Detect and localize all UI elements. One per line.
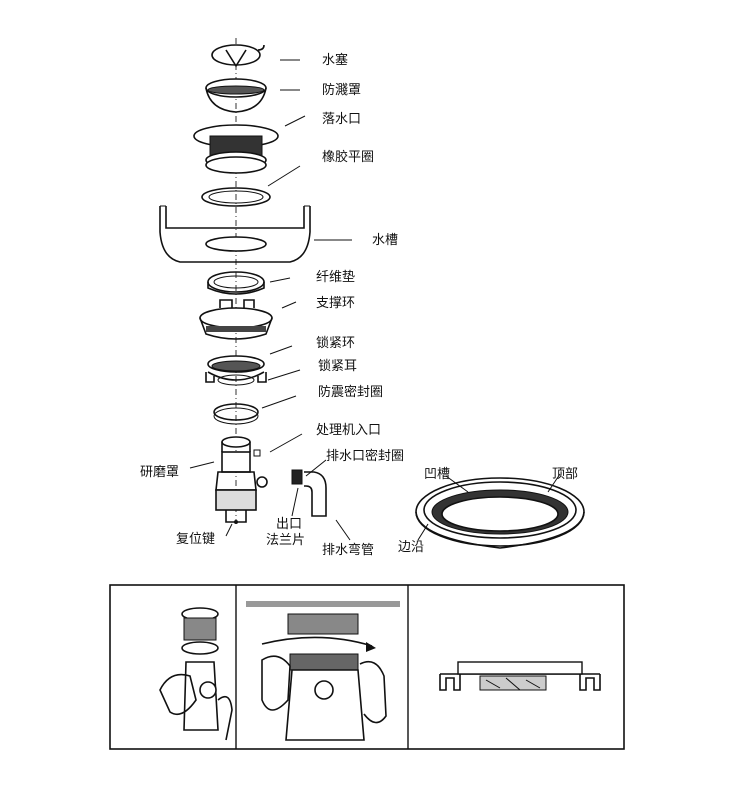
- label-groove: 凹槽: [424, 467, 451, 482]
- label-lock-ring: 锁紧环: [316, 336, 356, 351]
- label-grinder-cover: 研磨罩: [140, 465, 180, 480]
- drain-elbow-part: [291, 469, 327, 517]
- label-drain-outlet: 落水口: [322, 112, 362, 127]
- lock-ring-part: [205, 355, 267, 386]
- step-3-illustration: [439, 661, 601, 691]
- sink-part: [159, 205, 311, 263]
- label-outlet: 出口: [276, 517, 303, 532]
- label-drain-elbow: 排水弯管: [322, 543, 375, 558]
- drain-outlet-part: [193, 124, 279, 174]
- label-anti-shock-seal: 防震密封圈: [318, 385, 384, 400]
- label-flange: 法兰片: [266, 533, 306, 548]
- label-water-plug: 水塞: [322, 53, 349, 68]
- label-reset-key: 复位键: [176, 532, 216, 547]
- leader-lines: [189, 59, 561, 541]
- splash-guard-part: [205, 78, 267, 113]
- label-lock-ear: 锁紧耳: [318, 359, 358, 374]
- water-plug-part: [211, 44, 265, 68]
- label-drain-seal: 排水口密封圈: [326, 449, 405, 464]
- support-ring-part: [199, 299, 273, 340]
- step-2-illustration: [246, 601, 400, 741]
- step-1-illustration: [159, 607, 233, 741]
- rubber-gasket-part: [201, 187, 271, 207]
- label-rubber-gasket: 橡胶平圈: [322, 150, 375, 165]
- label-fiber-gasket: 纤维垫: [316, 270, 356, 285]
- fiber-gasket-part: [207, 271, 265, 295]
- disposer-body-part: [215, 436, 268, 524]
- label-splash-guard: 防濺罩: [322, 83, 362, 98]
- anti-shock-seal-part: [213, 403, 259, 425]
- label-edge: 边沿: [398, 540, 425, 555]
- label-sink: 水槽: [372, 233, 399, 248]
- label-disposer-inlet: 处理机入口: [316, 423, 382, 438]
- label-support-ring: 支撑环: [316, 296, 356, 311]
- label-top: 顶部: [552, 467, 579, 482]
- mounting-ring-detail: [415, 477, 585, 549]
